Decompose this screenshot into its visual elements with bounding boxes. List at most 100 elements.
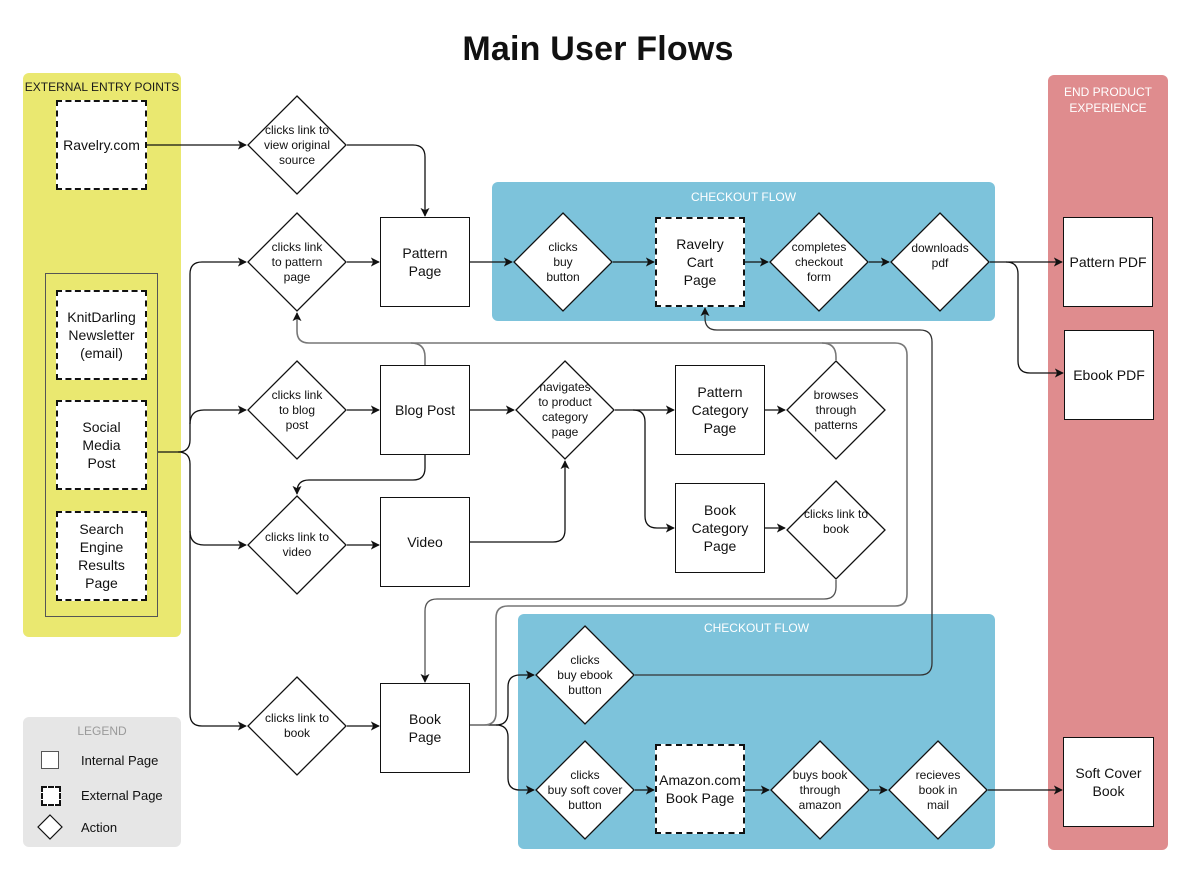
action-clicks-link-view-original-source: clicks link to view original source <box>247 95 347 195</box>
node-label: Social Media Post <box>82 419 121 471</box>
connector-entry-trunk-down <box>177 451 247 731</box>
entry-group-box <box>45 273 158 617</box>
action-diamond-icon <box>535 625 635 725</box>
action-completes-checkout-form: completes checkout form <box>769 212 869 312</box>
node-ebook-pdf: Ebook PDF <box>1064 330 1154 420</box>
node-label: recieves book in mail <box>915 767 961 812</box>
node-label: clicks link to blog post <box>271 387 323 432</box>
node-ravelry-cart-page: Ravelry Cart Page <box>655 217 745 307</box>
node-blog-post: Blog Post <box>380 365 470 455</box>
node-label: completes checkout form <box>791 239 847 284</box>
action-diamond-icon <box>786 360 886 460</box>
node-pattern-pdf: Pattern PDF <box>1063 217 1153 307</box>
node-social-media-post: Social Media Post <box>56 400 147 490</box>
legend-item-internal-page: Internal Page <box>23 749 181 773</box>
action-diamond-icon <box>37 814 63 840</box>
node-label: Soft Cover Book <box>1075 765 1142 799</box>
node-label: clicks buy soft cover button <box>547 767 623 812</box>
panel-label: CHECKOUT FLOW <box>703 621 810 635</box>
action-diamond-icon <box>247 676 347 776</box>
diagram-title: Main User Flows <box>462 30 734 68</box>
node-label: clicks buy button <box>546 239 580 284</box>
node-video: Video <box>380 497 470 587</box>
action-recieves-book-in-mail: recieves book in mail <box>888 740 988 840</box>
action-clicks-link-to-video: clicks link to video <box>247 495 347 595</box>
legend-label: Action <box>81 820 118 835</box>
node-label: clicks link to pattern page <box>271 239 323 284</box>
node-label: Pattern Page <box>402 245 448 279</box>
node-label: clicks link to view original source <box>263 122 331 167</box>
action-diamond-icon <box>247 212 347 312</box>
connector-blog-post-to-pattern-link <box>410 342 426 365</box>
end-product-experience-panel: END PRODUCT EXPERIENCE <box>1048 75 1168 850</box>
action-navigates-to-product-category-page: navigates to product category page <box>515 360 615 460</box>
action-diamond-icon <box>247 95 347 195</box>
action-clicks-link-to-book-from-category: clicks link to book <box>786 480 886 580</box>
action-diamond-icon <box>535 740 635 840</box>
action-downloads-pdf: downloads pdf <box>890 212 990 312</box>
node-label: navigates to product category page <box>538 380 592 439</box>
node-soft-cover-book: Soft Cover Book <box>1063 737 1154 827</box>
action-diamond-icon <box>888 740 988 840</box>
connector-download-to-ebook-pdf <box>1005 261 1064 378</box>
action-diamond-icon <box>515 360 615 460</box>
action-diamond-icon <box>770 740 870 840</box>
action-diamond-icon <box>890 212 990 312</box>
action-buys-book-through-amazon: buys book through amazon <box>770 740 870 840</box>
node-label: clicks buy ebook button <box>557 652 613 697</box>
node-pattern-category-page: Pattern Category Page <box>675 365 765 455</box>
connector-blog-post-to-video-link <box>292 455 426 495</box>
action-clicks-link-to-book: clicks link to book <box>247 676 347 776</box>
node-label: Book Page <box>408 711 442 745</box>
node-label: Amazon.com Book Page <box>659 772 741 806</box>
node-label: KnitDarling Newsletter (email) <box>67 309 136 361</box>
node-label: Blog Post <box>395 402 455 418</box>
legend-label: Internal Page <box>81 753 159 768</box>
legend-label: External Page <box>81 788 163 803</box>
action-clicks-buy-ebook-button: clicks buy ebook button <box>535 625 635 725</box>
node-label: Search Engine Results Page <box>78 521 125 591</box>
action-clicks-link-to-pattern-page: clicks link to pattern page <box>247 212 347 312</box>
node-knitdarling-newsletter: KnitDarling Newsletter (email) <box>56 290 147 380</box>
node-amazon-book-page: Amazon.com Book Page <box>655 744 745 834</box>
node-label: clicks link to video <box>264 530 329 559</box>
connector-entry-to-blog-link <box>189 405 247 425</box>
legend-item-external-page: External Page <box>23 784 181 808</box>
action-diamond-icon <box>769 212 869 312</box>
node-label: Video <box>407 534 443 550</box>
node-label: Book Category Page <box>691 502 749 554</box>
connector-buy-ebook-to-cart <box>635 307 933 676</box>
action-diamond-icon <box>247 360 347 460</box>
connector-view-source-to-pattern-page <box>347 144 430 217</box>
node-label: downloads pdf <box>911 241 969 270</box>
node-label: Ebook PDF <box>1073 367 1145 383</box>
panel-label: END PRODUCT EXPERIENCE <box>1063 85 1152 115</box>
action-diamond-icon <box>513 212 613 312</box>
external-page-icon <box>41 786 61 806</box>
node-ravelry-com: Ravelry.com <box>56 100 147 190</box>
node-label: Ravelry.com <box>63 137 140 153</box>
connector-book-link2-to-book-page <box>420 580 837 683</box>
connector-navigate-to-book-category <box>632 409 675 533</box>
node-label: clicks link to book <box>264 711 329 740</box>
connector-book-page-to-buy-ebook <box>470 670 535 726</box>
action-clicks-link-to-blog-post: clicks link to blog post <box>247 360 347 460</box>
node-book-page: Book Page <box>380 683 470 773</box>
action-clicks-buy-soft-cover-button: clicks buy soft cover button <box>535 740 635 840</box>
connector-video-to-navigate <box>470 460 570 543</box>
node-pattern-page: Pattern Page <box>380 217 470 307</box>
node-label: Pattern Category Page <box>691 384 749 436</box>
action-diamond-icon <box>247 495 347 595</box>
legend-item-action: Action <box>23 814 181 840</box>
node-label: Ravelry Cart Page <box>676 236 724 288</box>
legend-title: LEGEND <box>77 724 127 738</box>
action-clicks-buy-button: clicks buy button <box>513 212 613 312</box>
panel-label: EXTERNAL ENTRY POINTS <box>24 80 180 94</box>
action-diamond-icon <box>786 480 886 580</box>
node-label: buys book through amazon <box>792 767 848 812</box>
panel-label: CHECKOUT FLOW <box>690 190 797 204</box>
legend: LEGEND Internal Page External Page Actio… <box>23 717 181 847</box>
internal-page-icon <box>41 751 59 769</box>
